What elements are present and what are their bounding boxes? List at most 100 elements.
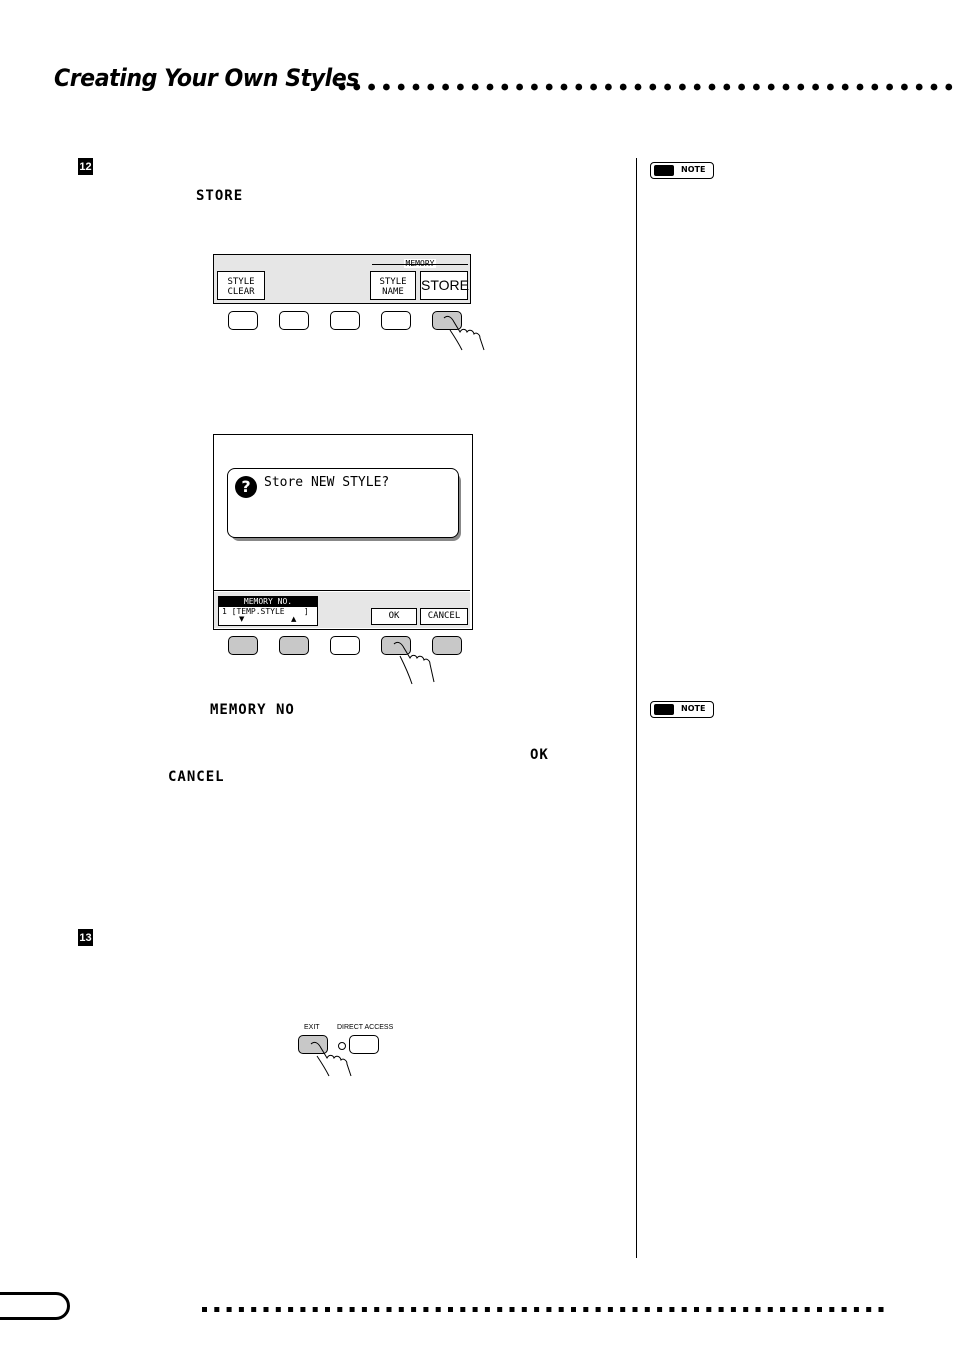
panel-button-3[interactable] bbox=[330, 311, 360, 330]
pressing-hand-icon bbox=[393, 641, 435, 685]
footer-dot bbox=[238, 1307, 244, 1312]
panel2-button-5[interactable] bbox=[432, 636, 462, 655]
header-dot bbox=[353, 83, 361, 91]
panel-button-4[interactable] bbox=[381, 311, 411, 330]
cancel-button[interactable]: CANCEL bbox=[420, 608, 468, 625]
footer-dot bbox=[288, 1307, 294, 1312]
keyword-store: STORE bbox=[196, 188, 244, 204]
header-dot bbox=[471, 83, 479, 91]
header-dot bbox=[457, 83, 464, 91]
pressing-hand-icon bbox=[310, 1041, 352, 1077]
header-dot bbox=[427, 83, 435, 91]
header-dot bbox=[693, 83, 701, 91]
keyword-cancel: CANCEL bbox=[168, 769, 225, 785]
keyword-ok: OK bbox=[530, 747, 549, 763]
exit-label: EXIT bbox=[304, 1024, 320, 1031]
exit-button[interactable] bbox=[298, 1035, 328, 1054]
footer-dot bbox=[546, 1307, 552, 1312]
up-arrow-icon: ▲ bbox=[291, 615, 297, 623]
memory-no-value: 1 [TEMP.STYLE ] bbox=[222, 607, 309, 616]
note-badge-1: NOTE bbox=[650, 162, 714, 179]
footer-dot bbox=[361, 1307, 367, 1312]
header-dot bbox=[590, 83, 597, 91]
header-dot bbox=[649, 83, 657, 91]
down-arrow-icon: ▼ bbox=[239, 615, 245, 623]
memory-no-field[interactable]: MEMORY NO. 1 [TEMP.STYLE ] ▼ ▲ bbox=[218, 596, 318, 626]
panel2-button-4[interactable] bbox=[381, 636, 411, 655]
keyword-memory-no: MEMORY NO bbox=[210, 702, 295, 718]
footer-dot bbox=[202, 1307, 207, 1312]
header-dot bbox=[664, 83, 671, 91]
header-dot bbox=[634, 83, 642, 91]
footer-dot bbox=[521, 1307, 527, 1312]
footer-dot bbox=[386, 1307, 392, 1312]
page-title: Creating Your Own Styles bbox=[54, 64, 359, 92]
header-dot bbox=[605, 83, 612, 91]
header-dot bbox=[738, 83, 745, 91]
footer-dot bbox=[226, 1307, 232, 1312]
footer-dot bbox=[817, 1307, 822, 1312]
lcd-panel-store-dialog: ? Store NEW STYLE? MEMORY NO. 1 [TEMP.ST… bbox=[213, 434, 473, 630]
header-dot bbox=[915, 83, 923, 91]
header-dot bbox=[397, 83, 405, 91]
footer-dot bbox=[620, 1307, 626, 1312]
dialog-question: Store NEW STYLE? bbox=[264, 475, 390, 490]
panel2-button-1[interactable] bbox=[228, 636, 258, 655]
header-dot bbox=[856, 83, 864, 91]
memory-no-label: MEMORY NO. bbox=[219, 597, 317, 607]
header-dot bbox=[708, 83, 716, 91]
footer-dot bbox=[866, 1307, 872, 1312]
header-dot bbox=[767, 83, 775, 91]
panel-button-1[interactable] bbox=[228, 311, 258, 330]
footer-dot bbox=[632, 1307, 638, 1312]
column-divider bbox=[636, 158, 637, 1258]
header-dot bbox=[827, 83, 834, 91]
note-icon bbox=[654, 165, 674, 176]
lcd-panel-memory: STYLE CLEAR MEMORY STYLE NAME STORE bbox=[213, 254, 471, 304]
header-dot bbox=[797, 83, 805, 91]
footer-dot bbox=[804, 1307, 810, 1312]
footer-dot bbox=[853, 1307, 859, 1312]
store-button[interactable]: STORE bbox=[420, 271, 469, 300]
direct-access-button[interactable] bbox=[349, 1035, 379, 1054]
header-dot bbox=[501, 83, 509, 91]
footer-dots bbox=[202, 1307, 884, 1312]
question-dialog: ? Store NEW STYLE? bbox=[227, 468, 459, 538]
divider-line bbox=[214, 590, 470, 591]
header-dot bbox=[412, 83, 420, 91]
header-dot bbox=[619, 83, 627, 91]
note-badge-2: NOTE bbox=[650, 701, 714, 718]
style-clear-button[interactable]: STYLE CLEAR bbox=[217, 271, 265, 300]
header-dot bbox=[723, 83, 731, 91]
header-dot bbox=[679, 83, 686, 91]
header-dot bbox=[486, 83, 494, 91]
footer-dot bbox=[509, 1307, 515, 1312]
header-dot bbox=[841, 83, 849, 91]
header-dot bbox=[545, 83, 553, 91]
footer-dot bbox=[767, 1307, 773, 1312]
panel2-button-3[interactable] bbox=[330, 636, 360, 655]
footer-dot bbox=[669, 1307, 675, 1312]
header-dot bbox=[338, 83, 346, 91]
indicator-led bbox=[338, 1042, 346, 1050]
panel-button-2[interactable] bbox=[279, 311, 309, 330]
style-name-button[interactable]: STYLE NAME bbox=[370, 271, 416, 300]
header-dot bbox=[930, 83, 938, 91]
footer-dot bbox=[694, 1307, 699, 1312]
direct-access-label: DIRECT ACCESS bbox=[337, 1024, 394, 1031]
footer-dot bbox=[841, 1307, 847, 1312]
pressing-hand-icon bbox=[443, 315, 485, 351]
step-number-12: 12 bbox=[78, 158, 93, 175]
footer-dot bbox=[423, 1307, 429, 1312]
header-dot bbox=[516, 83, 523, 91]
footer-dot bbox=[472, 1307, 478, 1312]
footer-dot bbox=[706, 1307, 712, 1312]
panel-button-5[interactable] bbox=[432, 311, 462, 330]
header-dot bbox=[442, 83, 449, 91]
panel2-button-2[interactable] bbox=[279, 636, 309, 655]
ok-button[interactable]: OK bbox=[371, 608, 417, 625]
footer-dot bbox=[214, 1307, 220, 1312]
footer-dot bbox=[595, 1307, 601, 1312]
footer-dot bbox=[374, 1307, 380, 1312]
header-dot bbox=[383, 83, 390, 91]
